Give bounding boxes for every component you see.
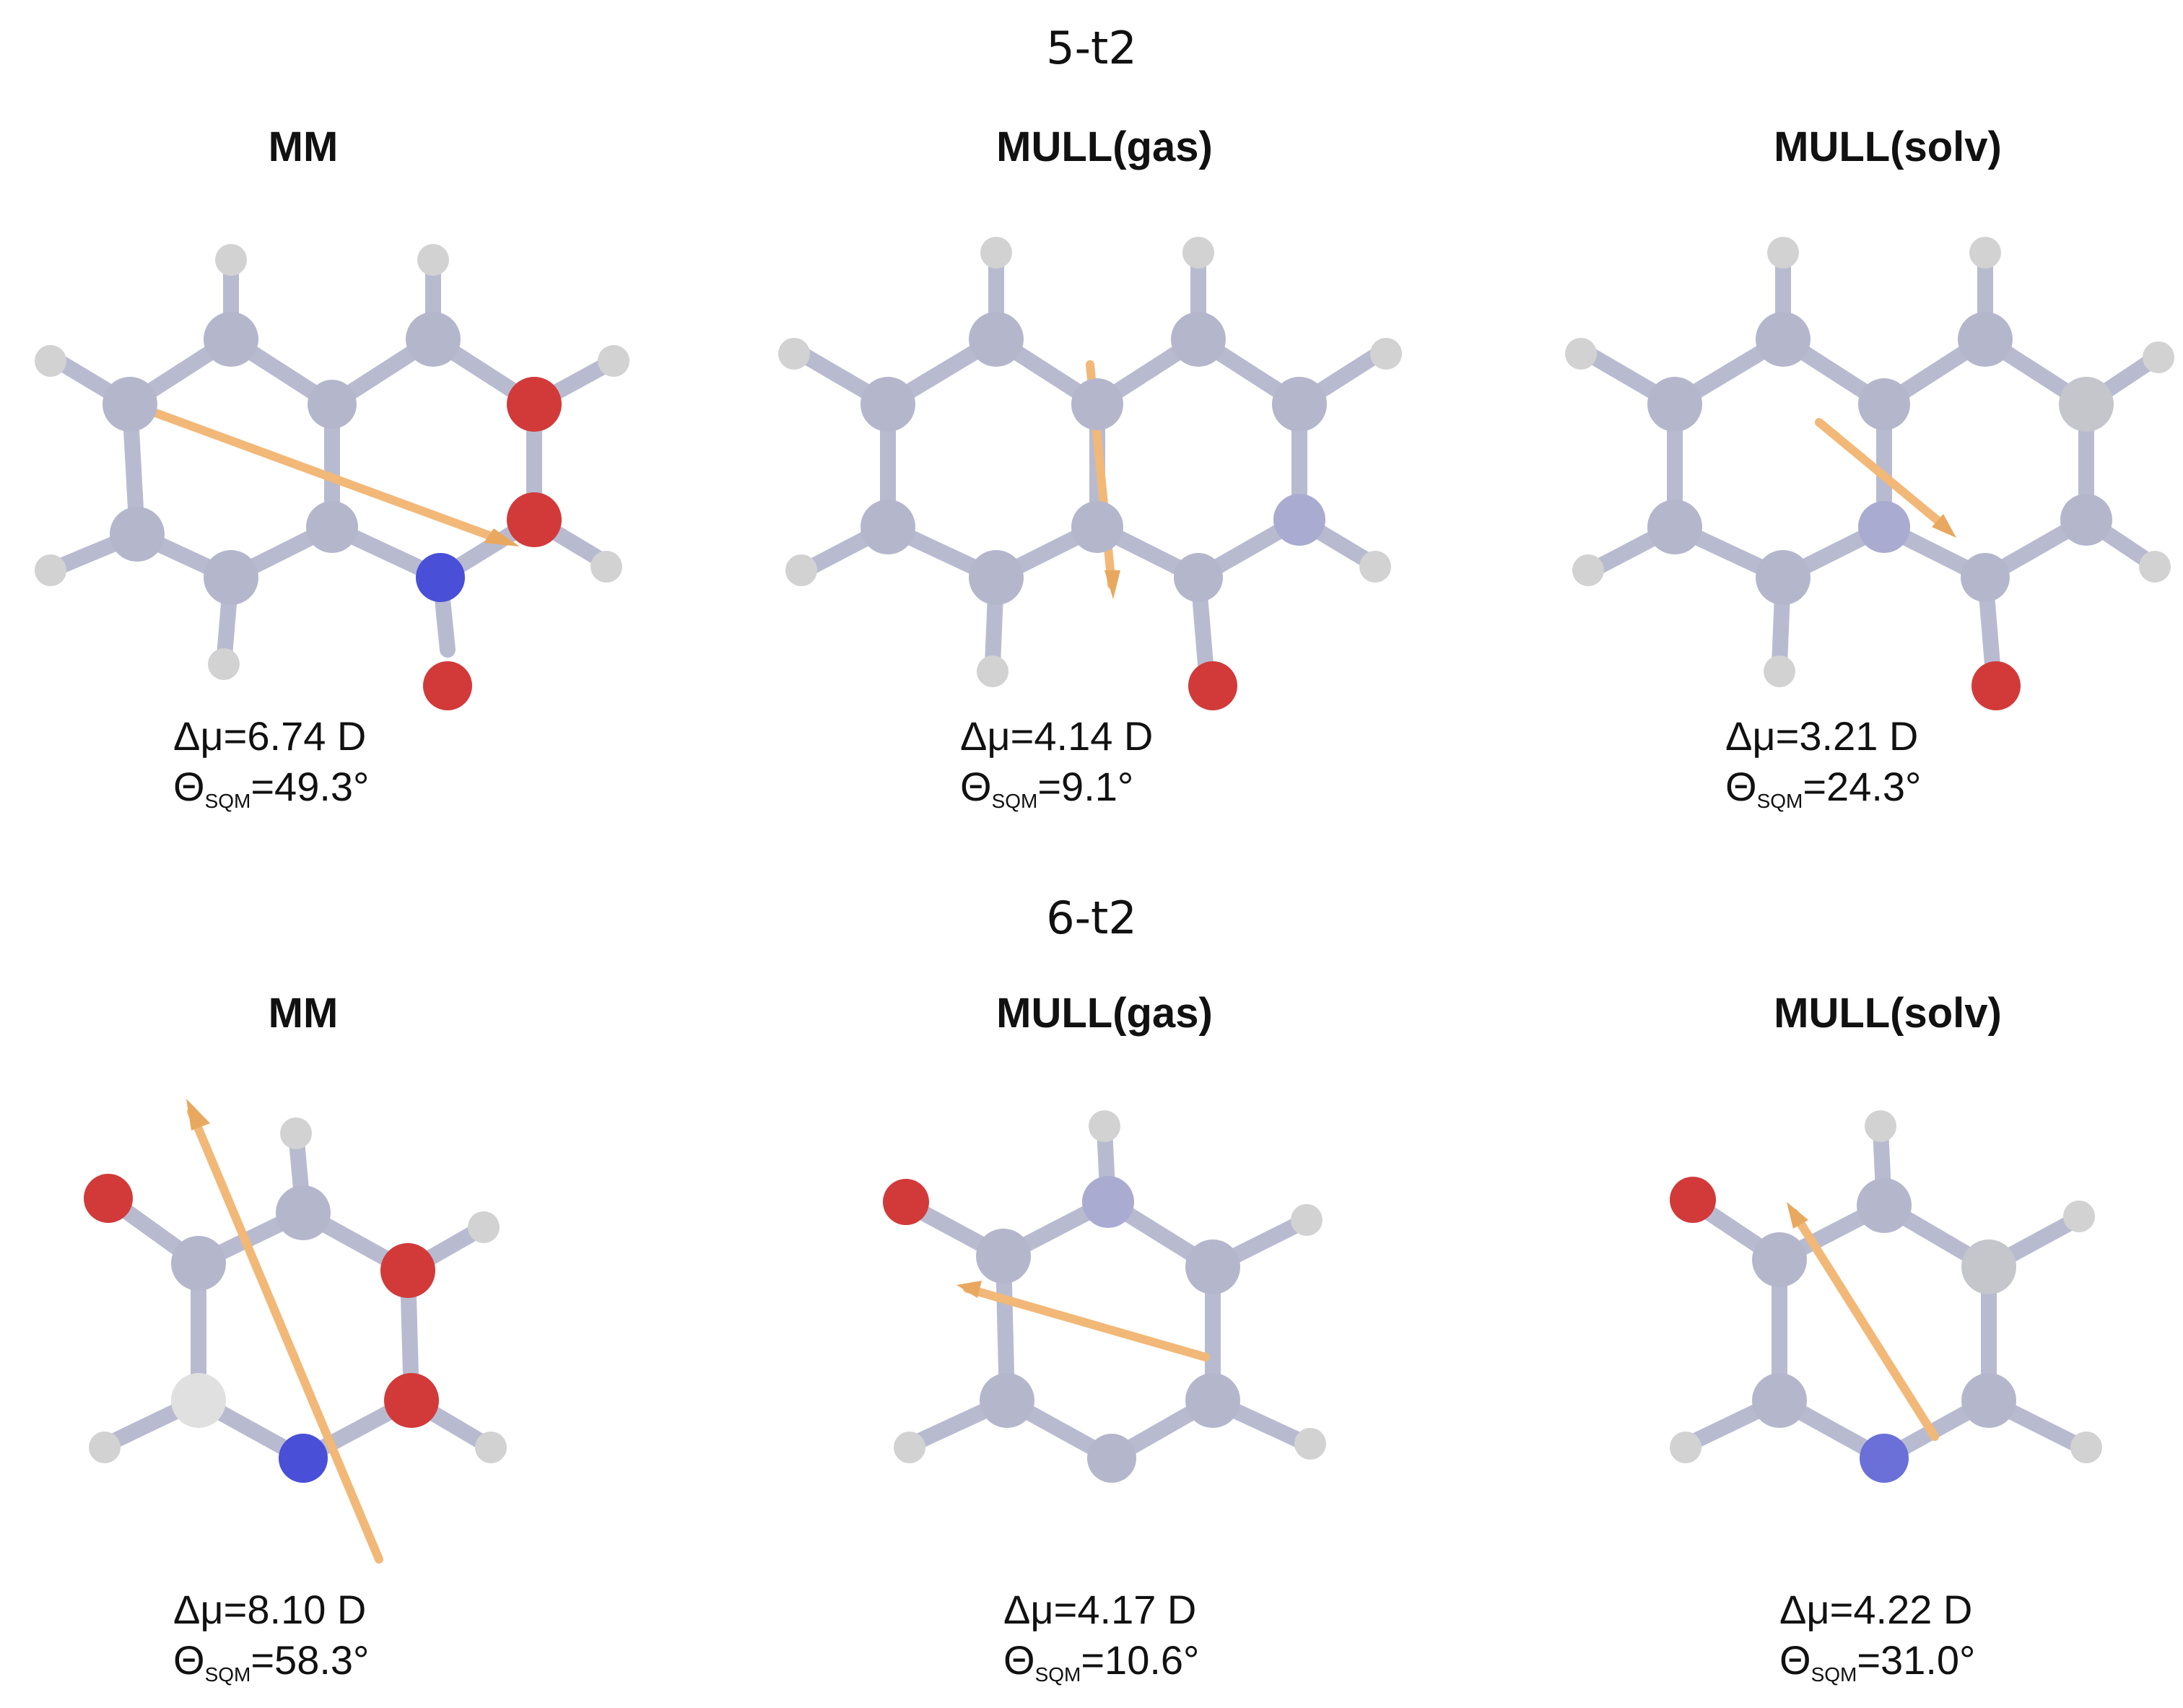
theta-sqm: ΘSQM=58.3° — [173, 1637, 370, 1686]
caption-5t2-mull-gas: Δμ=4.14 D ΘSQM=9.1° — [960, 711, 1153, 827]
molecule-6t2-mull-gas — [883, 1110, 1326, 1483]
caption-6t2-mull-gas: Δμ=4.17 D ΘSQM=10.6° — [1003, 1585, 1199, 1700]
delta-mu: Δμ=4.22 D — [1779, 1587, 1973, 1632]
theta-sqm: ΘSQM=31.0° — [1779, 1637, 1976, 1686]
delta-mu: Δμ=8.10 D — [173, 1587, 367, 1632]
panel-title: MULL(gas) — [996, 123, 1213, 170]
delta-mu: Δμ=3.21 D — [1725, 713, 1919, 759]
molecule-5t2-mull-solv — [1565, 237, 2174, 710]
section-title-5-t2: 5-t2 — [1046, 22, 1137, 74]
delta-mu: Δμ=4.14 D — [960, 713, 1154, 759]
panel-5t2-mm: MM — [0, 0, 722, 866]
panel-title: MULL(solv) — [1774, 990, 2002, 1037]
molecule-6t2-mull-solv — [1670, 1110, 2102, 1483]
caption-6t2-mm: Δμ=8.10 D ΘSQM=58.3° — [173, 1585, 369, 1700]
caption-6t2-mull-solv: Δμ=4.22 D ΘSQM=31.0° — [1779, 1585, 1975, 1700]
panel-5t2-mull-solv: MULL(solv) — [1530, 0, 2183, 866]
section-title-6-t2: 6-t2 — [1046, 892, 1137, 944]
molecule-5t2-mm — [35, 244, 629, 710]
panel-title: MULL(gas) — [996, 990, 1213, 1037]
theta-sqm: ΘSQM=10.6° — [1003, 1637, 1200, 1686]
panel-6t2-mull-solv: MULL(solv) — [1530, 866, 2183, 1708]
molecule-5t2-mull-gas — [778, 237, 1402, 710]
panel-title: MM — [268, 990, 339, 1037]
delta-mu: Δμ=6.74 D — [173, 713, 367, 759]
panel-title: MM — [268, 123, 339, 170]
panel-5t2-mull-gas: MULL(gas) — [751, 0, 1473, 866]
panel-title: MULL(solv) — [1774, 123, 2002, 170]
theta-sqm: ΘSQM=24.3° — [1725, 764, 1922, 812]
panel-6t2-mull-gas: MULL(gas) — [751, 866, 1473, 1708]
molecule-6t2-mm — [84, 1099, 507, 1564]
theta-sqm: ΘSQM=9.1° — [960, 764, 1134, 812]
panel-6t2-mm: MM — [0, 866, 722, 1708]
caption-5t2-mull-solv: Δμ=3.21 D ΘSQM=24.3° — [1725, 711, 1921, 827]
theta-sqm: ΘSQM=49.3° — [173, 764, 370, 812]
caption-5t2-mm: Δμ=6.74 D ΘSQM=49.3° — [173, 711, 369, 827]
delta-mu: Δμ=4.17 D — [1003, 1587, 1197, 1632]
